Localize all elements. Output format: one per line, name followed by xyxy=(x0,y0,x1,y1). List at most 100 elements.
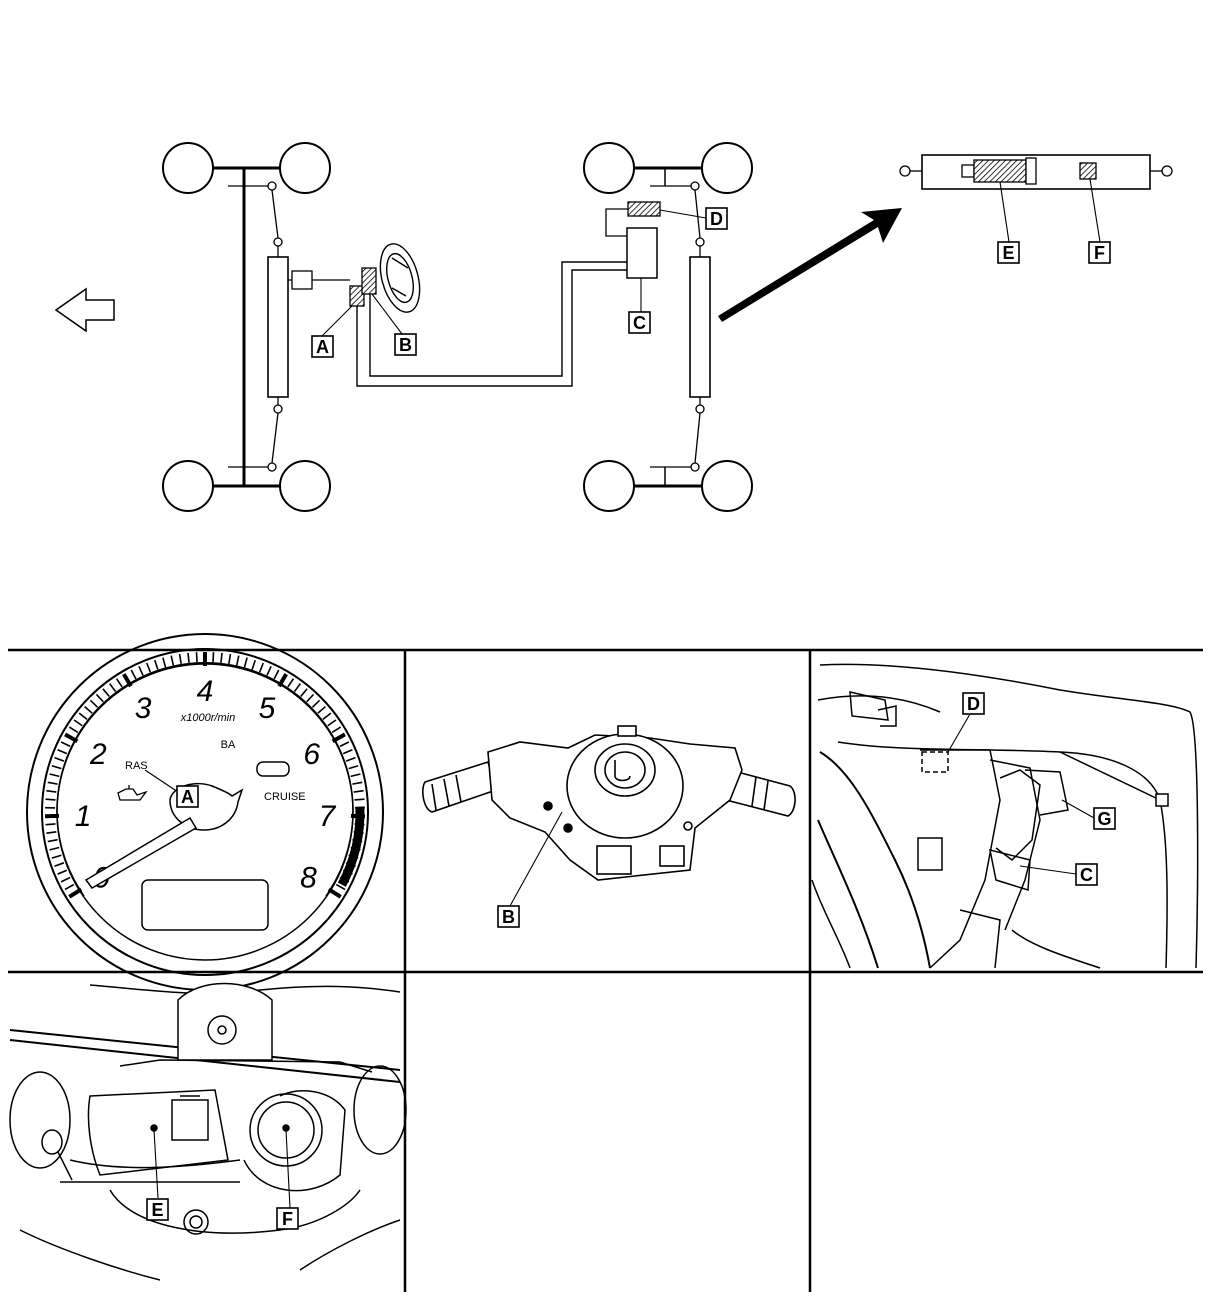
tach-tick xyxy=(68,726,79,734)
svg-text:D: D xyxy=(967,694,980,714)
combination-switch-panel xyxy=(422,725,796,907)
callout-E-actuator: E xyxy=(146,1198,169,1221)
rear-actuator-panel xyxy=(9,982,407,1281)
ba-indicator: BA xyxy=(221,739,236,751)
left-stalk xyxy=(422,760,497,813)
tach-number: 4 xyxy=(197,675,214,708)
tach-tick xyxy=(342,749,353,755)
front-arrow-icon xyxy=(54,287,115,333)
tach-tick xyxy=(49,846,60,851)
sensor-D xyxy=(627,201,661,217)
tach-tick xyxy=(228,653,232,665)
svg-text:G: G xyxy=(1097,809,1111,829)
tach-tick xyxy=(354,798,365,801)
tach-tick xyxy=(350,773,361,778)
tach-number: 5 xyxy=(259,692,276,725)
tach-tick xyxy=(102,688,110,698)
front-axle xyxy=(162,142,350,512)
tach-number: 3 xyxy=(135,692,152,725)
tach-tick xyxy=(154,659,159,670)
redline-band xyxy=(337,806,365,887)
tach-tick xyxy=(84,706,93,714)
rear-actuator-detail xyxy=(899,154,1173,190)
callout-B: B xyxy=(394,333,417,356)
tach-tick xyxy=(64,883,75,891)
tach-tick xyxy=(60,741,71,748)
tach-tick xyxy=(138,665,144,676)
callout-C: C xyxy=(628,311,651,334)
tach-tick xyxy=(235,655,240,666)
svg-text:B: B xyxy=(502,907,515,927)
tach-tick xyxy=(287,678,295,688)
callout-F-actuator: F xyxy=(276,1207,299,1230)
tach-tick xyxy=(306,693,315,703)
tach-number: 6 xyxy=(303,738,320,771)
tachometer-panel: 012345678 x1000r/min BA RAS CRUISE A xyxy=(26,633,384,991)
tach-tick xyxy=(45,823,56,826)
tach-tick xyxy=(352,781,363,785)
tach-tick xyxy=(115,678,123,688)
tach-tick xyxy=(78,712,88,720)
rear-axle xyxy=(583,142,753,512)
cruise-lamp xyxy=(256,761,290,777)
tach-tick xyxy=(47,781,58,785)
tach-tick-marks xyxy=(45,652,365,899)
tach-tick xyxy=(212,652,215,663)
tach-tick xyxy=(258,662,264,673)
callout-E: E xyxy=(997,241,1020,264)
tach-number: 2 xyxy=(89,738,107,771)
tach-tick xyxy=(122,673,133,688)
tach-tick xyxy=(293,683,302,693)
tach-tick xyxy=(251,659,256,670)
tach-tick xyxy=(64,732,79,743)
actuator-motor-E xyxy=(973,159,1027,183)
tach-tick xyxy=(54,862,65,867)
svg-text:F: F xyxy=(1094,243,1105,263)
tach-tick xyxy=(57,749,68,755)
tach-tick xyxy=(353,789,364,793)
callout-A: A xyxy=(311,335,334,358)
callout-C-dash: C xyxy=(1075,863,1098,886)
callout-F: F xyxy=(1088,241,1111,264)
combination-switch-B xyxy=(361,267,377,295)
tach-tick xyxy=(108,683,117,693)
control-unit-C xyxy=(626,227,658,279)
svg-text:C: C xyxy=(633,313,646,333)
tach-tick xyxy=(300,688,308,698)
tach-tick xyxy=(331,732,346,743)
tach-tick xyxy=(170,655,175,666)
tach-tick xyxy=(322,712,332,720)
tach-tick xyxy=(68,887,83,899)
needle xyxy=(84,816,198,889)
svg-text:B: B xyxy=(399,335,412,355)
odometer-display xyxy=(141,879,269,931)
callout-B-switch: B xyxy=(497,905,520,928)
tach-tick xyxy=(331,726,342,734)
tach-tick xyxy=(46,789,57,793)
tach-tick xyxy=(47,838,58,843)
tach-tick xyxy=(54,756,65,762)
dash-callouts: D G C xyxy=(962,692,1116,886)
svg-text:C: C xyxy=(1080,865,1093,885)
tach-tick xyxy=(60,876,71,883)
tach-tick xyxy=(317,706,326,714)
tach-tick xyxy=(89,699,99,708)
tach-tick xyxy=(73,719,83,727)
tach-tick xyxy=(339,741,350,748)
tach-unit: x1000r/min xyxy=(180,712,235,724)
callout-G-dash: G xyxy=(1093,807,1116,830)
tach-tick xyxy=(187,652,190,663)
tach-tick xyxy=(277,673,288,688)
tach-tick xyxy=(46,831,57,834)
tach-tick xyxy=(273,669,280,680)
detail-arrow-icon xyxy=(718,208,902,322)
harness-line xyxy=(356,269,627,387)
callout-D: D xyxy=(705,207,728,230)
steering-wheel-icon xyxy=(379,243,421,313)
tach-tick xyxy=(130,669,137,680)
tach-tick xyxy=(220,652,223,663)
tach-number: 8 xyxy=(300,862,317,895)
tach-tick xyxy=(51,854,62,859)
tach-tick xyxy=(243,657,248,668)
